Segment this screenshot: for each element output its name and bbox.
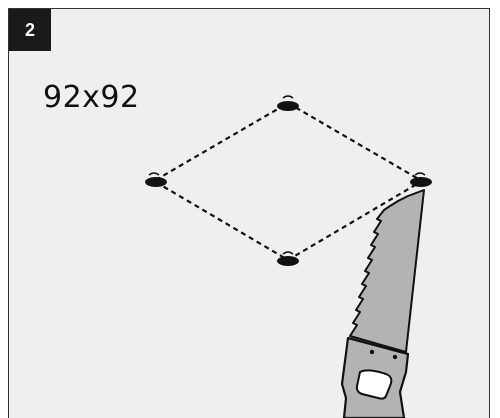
drill-hole-icon [277,95,299,111]
drill-hole-icon [277,251,299,266]
saw-icon [340,189,425,418]
drill-hole-icon [410,172,432,187]
drill-hole-icon [145,172,167,187]
step-number-badge: 2 [9,9,51,51]
cutout-dimension-label: 92x92 [43,80,140,115]
